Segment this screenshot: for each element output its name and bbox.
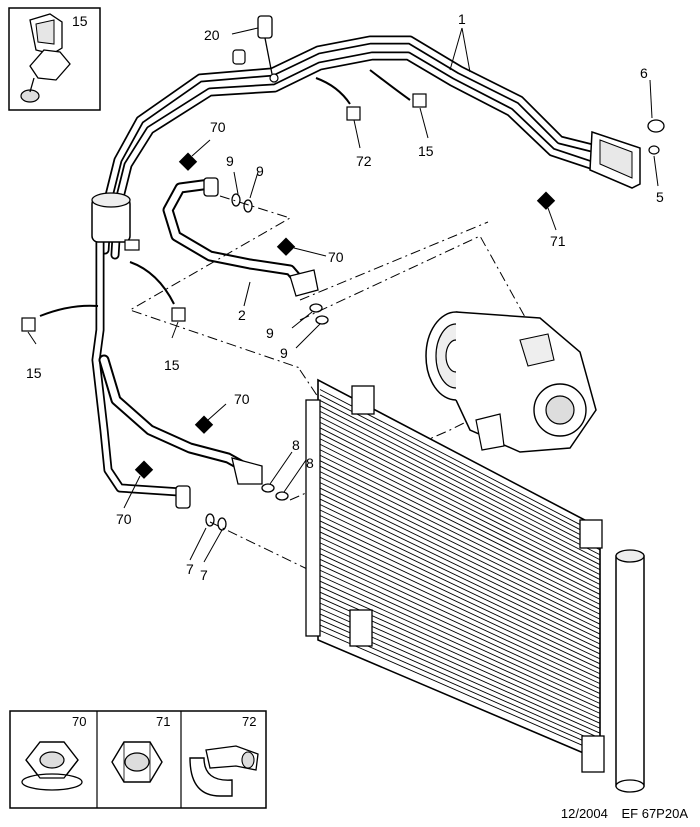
condenser-fin — [319, 515, 601, 650]
condenser — [305, 378, 645, 793]
callout-9-c: 9 — [266, 325, 274, 341]
refrigerant-pipes — [91, 35, 625, 497]
condenser-fin — [319, 465, 601, 605]
condenser-fin — [319, 482, 601, 620]
condenser-fin — [319, 427, 601, 571]
condenser-fin — [319, 421, 601, 566]
condenser-fin — [319, 536, 601, 670]
callout-9-a: 9 — [226, 153, 234, 169]
harness-leaders — [39, 69, 411, 317]
callout-2: 2 — [238, 307, 246, 323]
callout-1: 1 — [458, 11, 466, 27]
condenser-fin — [319, 558, 601, 690]
callout-leaders — [27, 27, 659, 563]
callout-8-b: 8 — [306, 455, 314, 471]
condenser-fin — [319, 400, 601, 546]
callout-15-b: 15 — [418, 143, 434, 159]
condenser-fin — [319, 438, 601, 580]
expansion-valve-block — [589, 119, 665, 189]
condenser-fin — [319, 471, 601, 610]
condenser-fin — [319, 531, 601, 665]
callout-8-a: 8 — [292, 437, 300, 453]
condenser-fin — [319, 394, 601, 541]
condenser-fin — [319, 432, 601, 576]
callout-15-d: 15 — [26, 365, 42, 381]
condenser-fin — [319, 493, 601, 630]
clip-detail-inset: 15 — [8, 7, 101, 111]
condenser-fin — [319, 498, 601, 635]
ac-compressor — [425, 311, 597, 453]
callout-15-c: 15 — [164, 357, 180, 373]
condenser-fin — [319, 509, 601, 645]
document-reference-footer: 12/2004 EF 67P20A — [551, 806, 688, 821]
condenser-fin — [319, 443, 601, 585]
pipe-flanges — [175, 177, 319, 509]
pressure-sensor-20 — [232, 15, 279, 83]
receiver-drier — [91, 192, 140, 251]
condenser-fin — [319, 564, 601, 694]
condenser-fin — [319, 542, 601, 675]
legend-label-70: 70 — [72, 714, 86, 729]
condenser-fin — [319, 416, 601, 561]
legend-label-71: 71 — [156, 714, 170, 729]
condenser-fin — [319, 547, 601, 680]
clip-markers — [21, 93, 427, 332]
callout-70-b: 70 — [328, 249, 344, 265]
condenser-fin — [319, 553, 601, 685]
condenser-fin — [319, 410, 601, 556]
condenser-fin — [319, 476, 601, 615]
footer-reference-code: EF 67P20A — [621, 806, 689, 821]
legend-label-72: 72 — [242, 714, 256, 729]
footer-date: 12/2004 — [560, 806, 608, 821]
callout-20: 20 — [204, 27, 220, 43]
condenser-fin — [319, 504, 601, 640]
legend-panel: 70 71 72 — [9, 710, 267, 809]
condenser-fin — [319, 454, 601, 595]
callout-5: 5 — [656, 189, 664, 205]
callout-7-a: 7 — [186, 561, 194, 577]
condenser-fin — [319, 460, 601, 600]
condenser-fin — [319, 586, 601, 714]
callout-6: 6 — [640, 65, 648, 81]
callout-71: 71 — [550, 233, 566, 249]
condenser-fin — [319, 405, 601, 551]
legend-item-72-clip: 72 — [189, 714, 259, 797]
callout-7-b: 7 — [200, 567, 208, 583]
callout-70-d: 70 — [116, 511, 132, 527]
o-rings — [205, 193, 329, 531]
condenser-fin — [319, 449, 601, 590]
legend-item-71-nut: 71 — [111, 714, 170, 783]
callout-72: 72 — [356, 153, 372, 169]
legend-item-70-flange-nut: 70 — [21, 714, 86, 791]
callout-9-b: 9 — [256, 163, 264, 179]
callout-70-a: 70 — [210, 119, 226, 135]
condenser-fin — [319, 575, 601, 704]
condenser-fin — [319, 580, 601, 709]
condenser-fin — [319, 520, 601, 655]
condenser-fin — [319, 569, 601, 699]
condenser-fin — [319, 487, 601, 625]
callout-9-d: 9 — [280, 345, 288, 361]
condenser-fin — [319, 526, 601, 660]
nut-markers — [134, 152, 556, 479]
inset-callout-15: 15 — [72, 13, 88, 29]
callout-70-c: 70 — [234, 391, 250, 407]
condenser-fin — [319, 630, 601, 754]
callout-labels: 20 1 6 5 71 70 9 9 70 2 9 9 72 15 15 15 … — [26, 11, 664, 583]
